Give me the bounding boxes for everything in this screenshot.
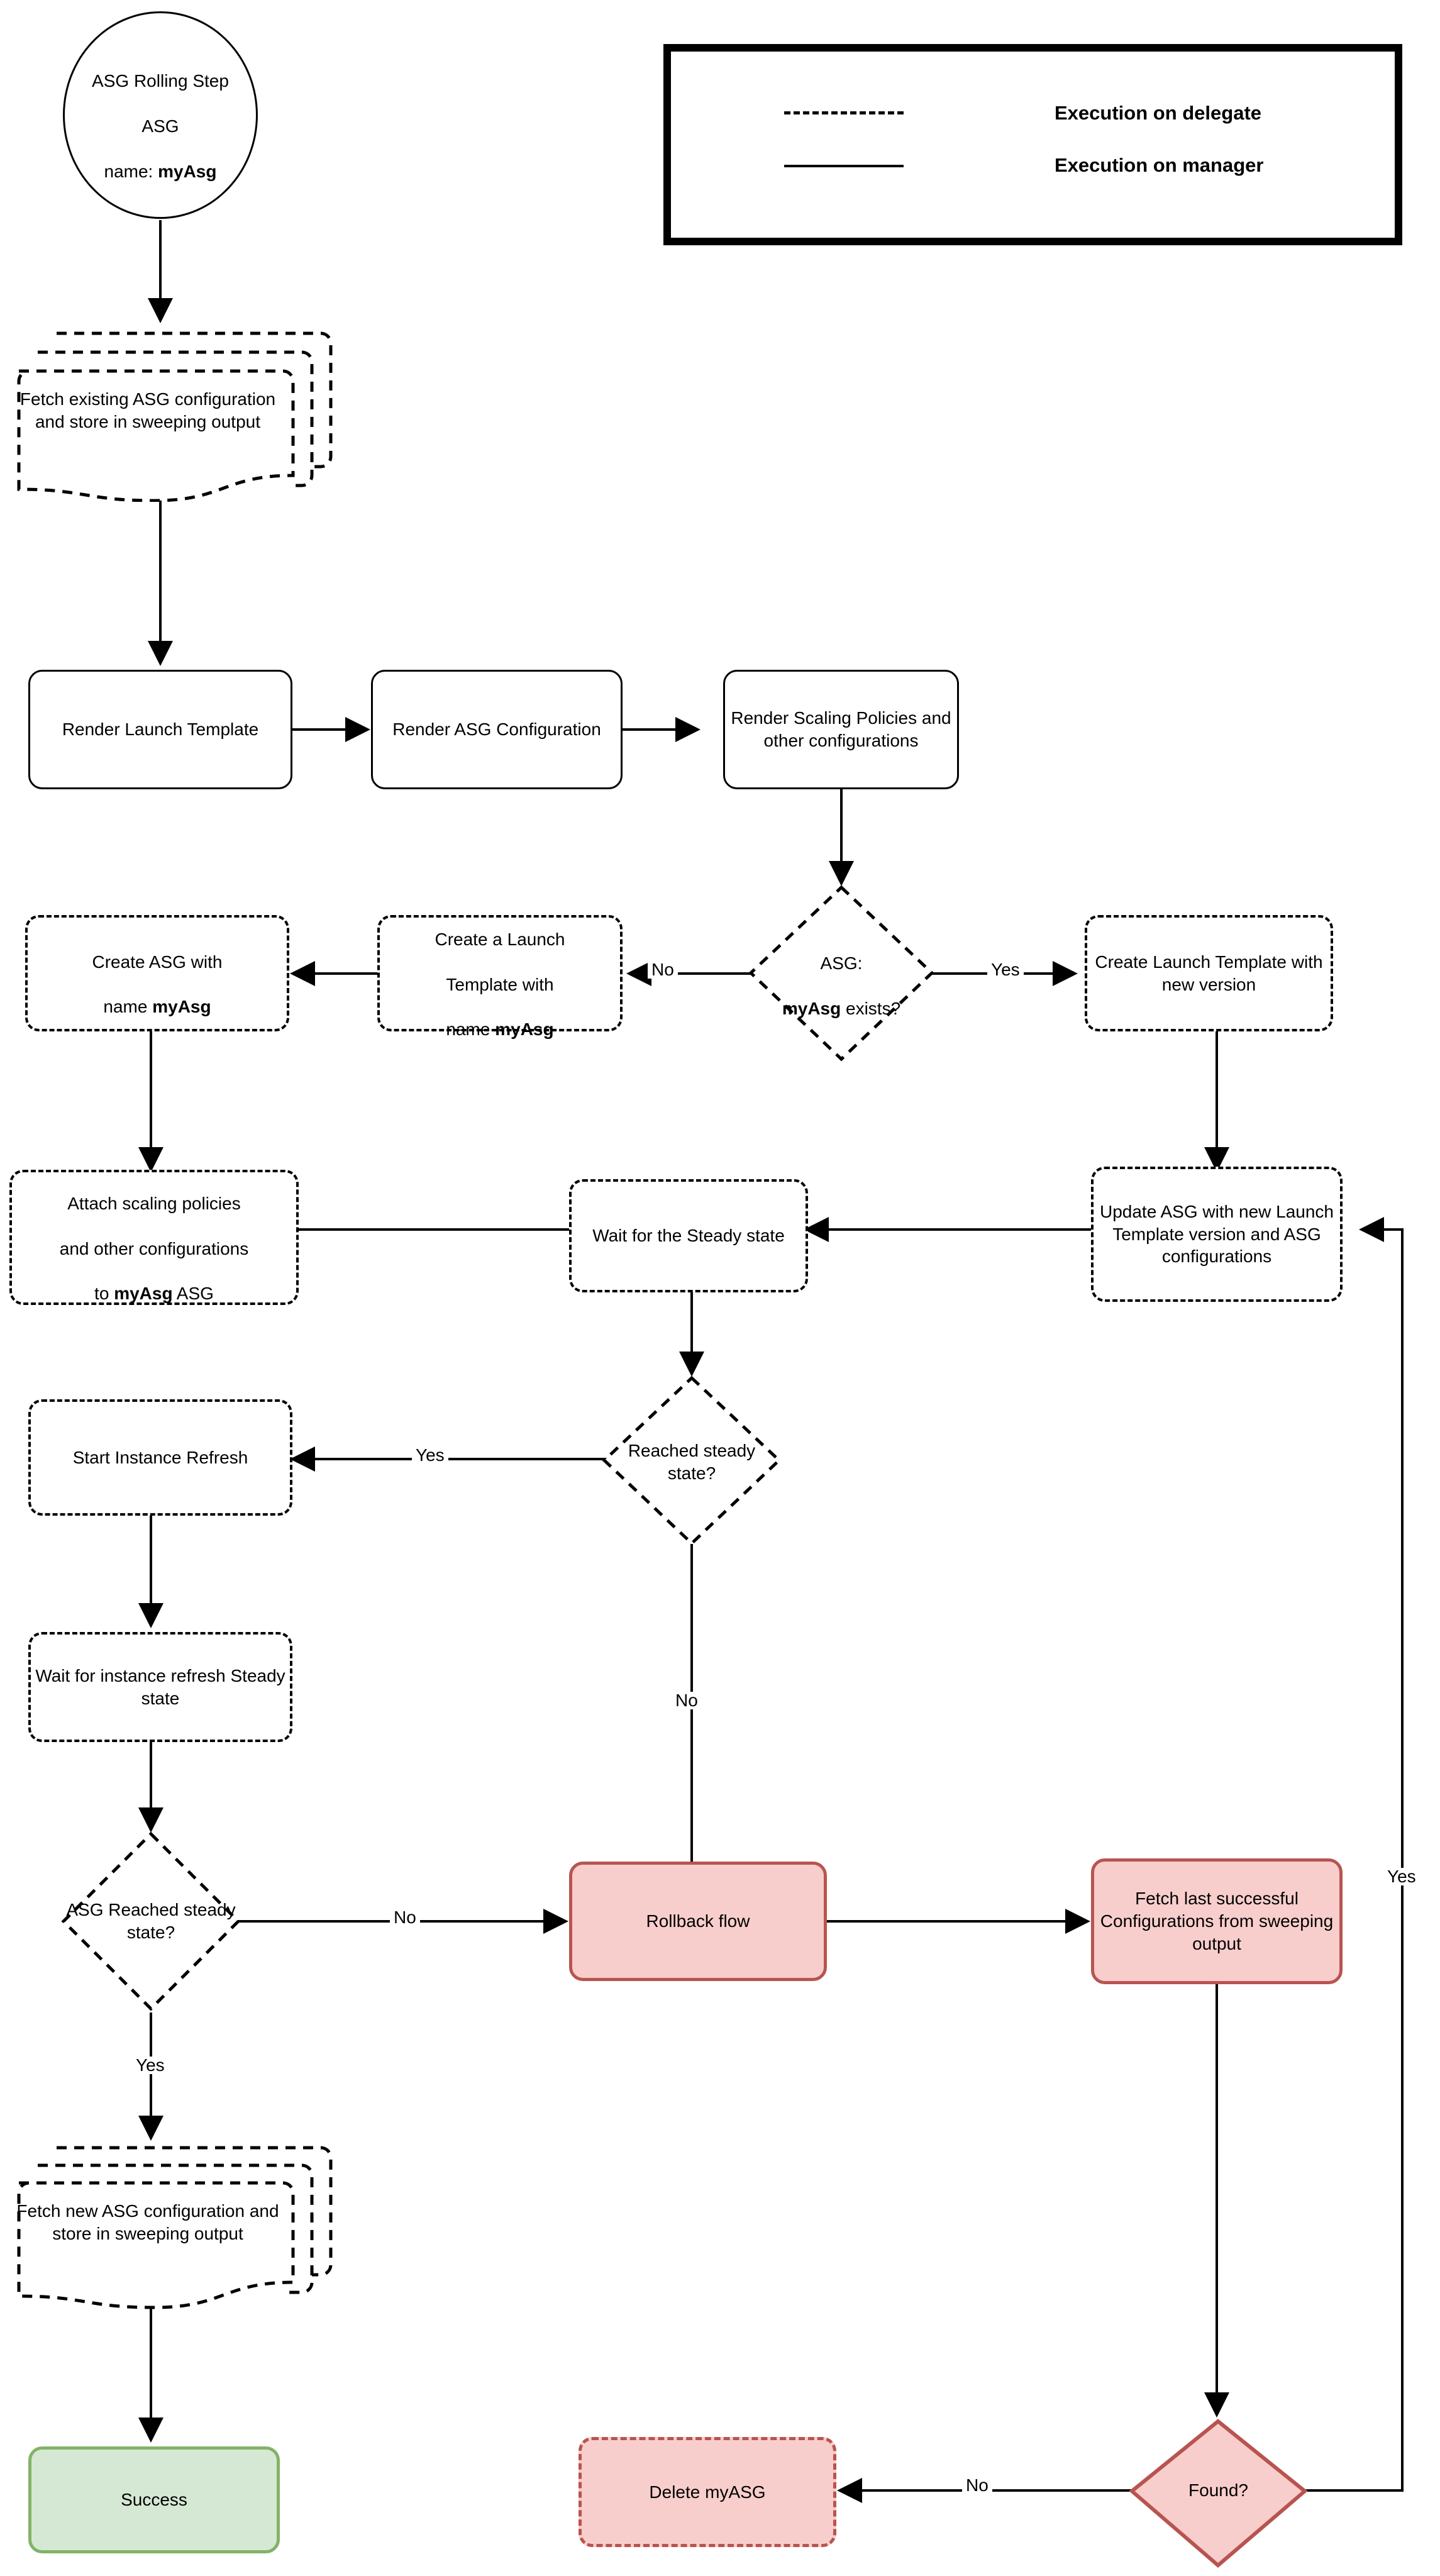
- node-asg-exists-text: ASG: myAsg exists?: [747, 947, 936, 1018]
- casg-line2-prefix: name: [103, 997, 153, 1017]
- attach-line3-bold: myAsg: [114, 1284, 173, 1304]
- clt-line3-bold: myAsg: [495, 1019, 554, 1040]
- casg-line2-bold: myAsg: [152, 997, 211, 1017]
- wait-instance-refresh-label: Wait for instance refresh Steady state: [35, 1665, 285, 1708]
- node-asg-exists[interactable]: ASG: myAsg exists?: [747, 884, 936, 1063]
- clt-line2: Template with: [446, 974, 554, 994]
- start-line3-prefix: name:: [104, 161, 158, 181]
- create-launch-template-named-label: Create a Launch Template with name myAsg: [431, 906, 568, 1041]
- wait-steady-label: Wait for the Steady state: [592, 1226, 785, 1246]
- node-create-launch-template-named[interactable]: Create a Launch Template with name myAsg: [377, 915, 623, 1039]
- node-reached-steady[interactable]: Reached steady state?: [601, 1374, 783, 1547]
- fetch-last-successful-label: Fetch last successful Configurations fro…: [1100, 1889, 1334, 1953]
- node-wait-steady[interactable]: Wait for the Steady state: [569, 1179, 808, 1292]
- asg-exists-line1: ASG:: [820, 953, 863, 974]
- node-rollback-flow[interactable]: Rollback flow: [569, 1862, 827, 1981]
- legend-row-manager: [784, 165, 904, 167]
- render-asg-config-label: Render ASG Configuration: [392, 719, 601, 740]
- edge-label-reached-steady-yes: Yes: [412, 1446, 448, 1464]
- multi-document-shape: [17, 2146, 333, 2309]
- edge-label-asg-reached-yes: Yes: [132, 2057, 169, 2074]
- node-start-label: ASG Rolling Step ASG name: myAsg: [88, 48, 233, 183]
- node-fetch-new-asg-text: Fetch new ASG configuration and store in…: [6, 2177, 289, 2268]
- legend-label-delegate: Execution on delegate: [1055, 102, 1262, 124]
- start-line1: ASG Rolling Step: [92, 71, 229, 91]
- node-create-asg-named[interactable]: Create ASG with name myAsg: [25, 915, 289, 1031]
- node-fetch-new-asg[interactable]: Fetch new ASG configuration and store in…: [6, 2141, 333, 2311]
- start-instance-refresh-label: Start Instance Refresh: [72, 1447, 248, 1467]
- node-fetch-existing[interactable]: Fetch existing ASG configuration and sto…: [6, 326, 333, 502]
- diamond-shape: [1129, 2419, 1308, 2568]
- node-create-launch-template-new-version[interactable]: Create Launch Template with new version: [1085, 915, 1333, 1031]
- node-render-asg-config[interactable]: Render ASG Configuration: [371, 670, 623, 789]
- node-success[interactable]: Success: [28, 2446, 280, 2553]
- node-asg-reached-steady-text: ASG Reached steady state?: [57, 1893, 245, 1950]
- edge-label-found-yes: Yes: [1383, 1868, 1420, 1885]
- edge-label-asg-exists-no: No: [648, 961, 678, 979]
- multi-document-shape: [17, 331, 333, 502]
- update-asg-label: Update ASG with new Launch Template vers…: [1099, 1201, 1334, 1267]
- diamond-shape: [748, 885, 934, 1062]
- node-found[interactable]: Found?: [1129, 2418, 1308, 2569]
- edge-label-found-no: No: [962, 2477, 992, 2494]
- attach-line3-prefix: to: [94, 1284, 114, 1304]
- start-line3-bold: myAsg: [158, 161, 217, 181]
- node-render-scaling-policies[interactable]: Render Scaling Policies and other config…: [723, 670, 959, 789]
- node-wait-instance-refresh[interactable]: Wait for instance refresh Steady state: [28, 1632, 292, 1742]
- legend-box: Execution on delegate Execution on manag…: [663, 44, 1402, 245]
- diamond-shape: [602, 1375, 782, 1546]
- node-update-asg[interactable]: Update ASG with new Launch Template vers…: [1091, 1167, 1343, 1302]
- render-launch-template-label: Render Launch Template: [62, 719, 259, 740]
- attach-scaling-policies-label: Attach scaling policies and other config…: [56, 1170, 252, 1305]
- legend-label-manager: Execution on manager: [1055, 154, 1264, 176]
- asg-exists-line2-bold: myAsg: [782, 998, 841, 1018]
- node-fetch-last-successful[interactable]: Fetch last successful Configurations fro…: [1091, 1858, 1343, 1984]
- reached-steady-label: Reached steady state?: [628, 1441, 756, 1483]
- edge-label-asg-exists-yes: Yes: [987, 961, 1024, 979]
- attach-line3-suffix: ASG: [172, 1284, 214, 1304]
- dashed-line-icon: [784, 111, 904, 114]
- asg-exists-line2-rest: exists?: [841, 998, 901, 1018]
- node-attach-scaling-policies[interactable]: Attach scaling policies and other config…: [9, 1170, 299, 1305]
- start-line2: ASG: [141, 116, 179, 136]
- node-start-instance-refresh[interactable]: Start Instance Refresh: [28, 1399, 292, 1516]
- asg-exists-label: ASG: myAsg exists?: [778, 930, 904, 1019]
- node-delete-myasg[interactable]: Delete myASG: [579, 2437, 836, 2547]
- node-found-text: Found?: [1129, 2468, 1308, 2512]
- attach-line2: and other configurations: [59, 1238, 249, 1258]
- render-scaling-policies-label: Render Scaling Policies and other config…: [731, 708, 951, 750]
- fetch-existing-label: Fetch existing ASG configuration and sto…: [19, 389, 276, 431]
- fetch-new-asg-label: Fetch new ASG configuration and store in…: [16, 2201, 279, 2243]
- edge-label-asg-reached-no: No: [390, 1909, 420, 1926]
- node-reached-steady-text: Reached steady state?: [601, 1434, 783, 1491]
- delete-myasg-label: Delete myASG: [649, 2482, 766, 2502]
- create-asg-named-label: Create ASG with name myAsg: [89, 928, 226, 1018]
- clt-line3-prefix: name: [446, 1019, 496, 1040]
- node-start[interactable]: ASG Rolling Step ASG name: myAsg: [63, 11, 258, 219]
- casg-line1: Create ASG with: [92, 952, 223, 972]
- create-launch-template-new-version-label: Create Launch Template with new version: [1095, 952, 1323, 994]
- diamond-shape: [61, 1831, 241, 2011]
- clt-line1: Create a Launch: [435, 929, 565, 949]
- legend-row-delegate: [784, 111, 904, 114]
- edge-label-reached-steady-no: No: [672, 1692, 702, 1709]
- solid-line-icon: [784, 165, 904, 167]
- found-label: Found?: [1188, 2480, 1248, 2501]
- node-fetch-existing-text: Fetch existing ASG configuration and sto…: [6, 364, 289, 458]
- asg-reached-steady-label: ASG Reached steady state?: [66, 1900, 236, 1942]
- success-label: Success: [121, 2490, 187, 2510]
- node-render-launch-template[interactable]: Render Launch Template: [28, 670, 292, 789]
- rollback-flow-label: Rollback flow: [646, 1911, 750, 1931]
- attach-line1: Attach scaling policies: [67, 1193, 241, 1213]
- node-asg-reached-steady[interactable]: ASG Reached steady state?: [60, 1830, 242, 2012]
